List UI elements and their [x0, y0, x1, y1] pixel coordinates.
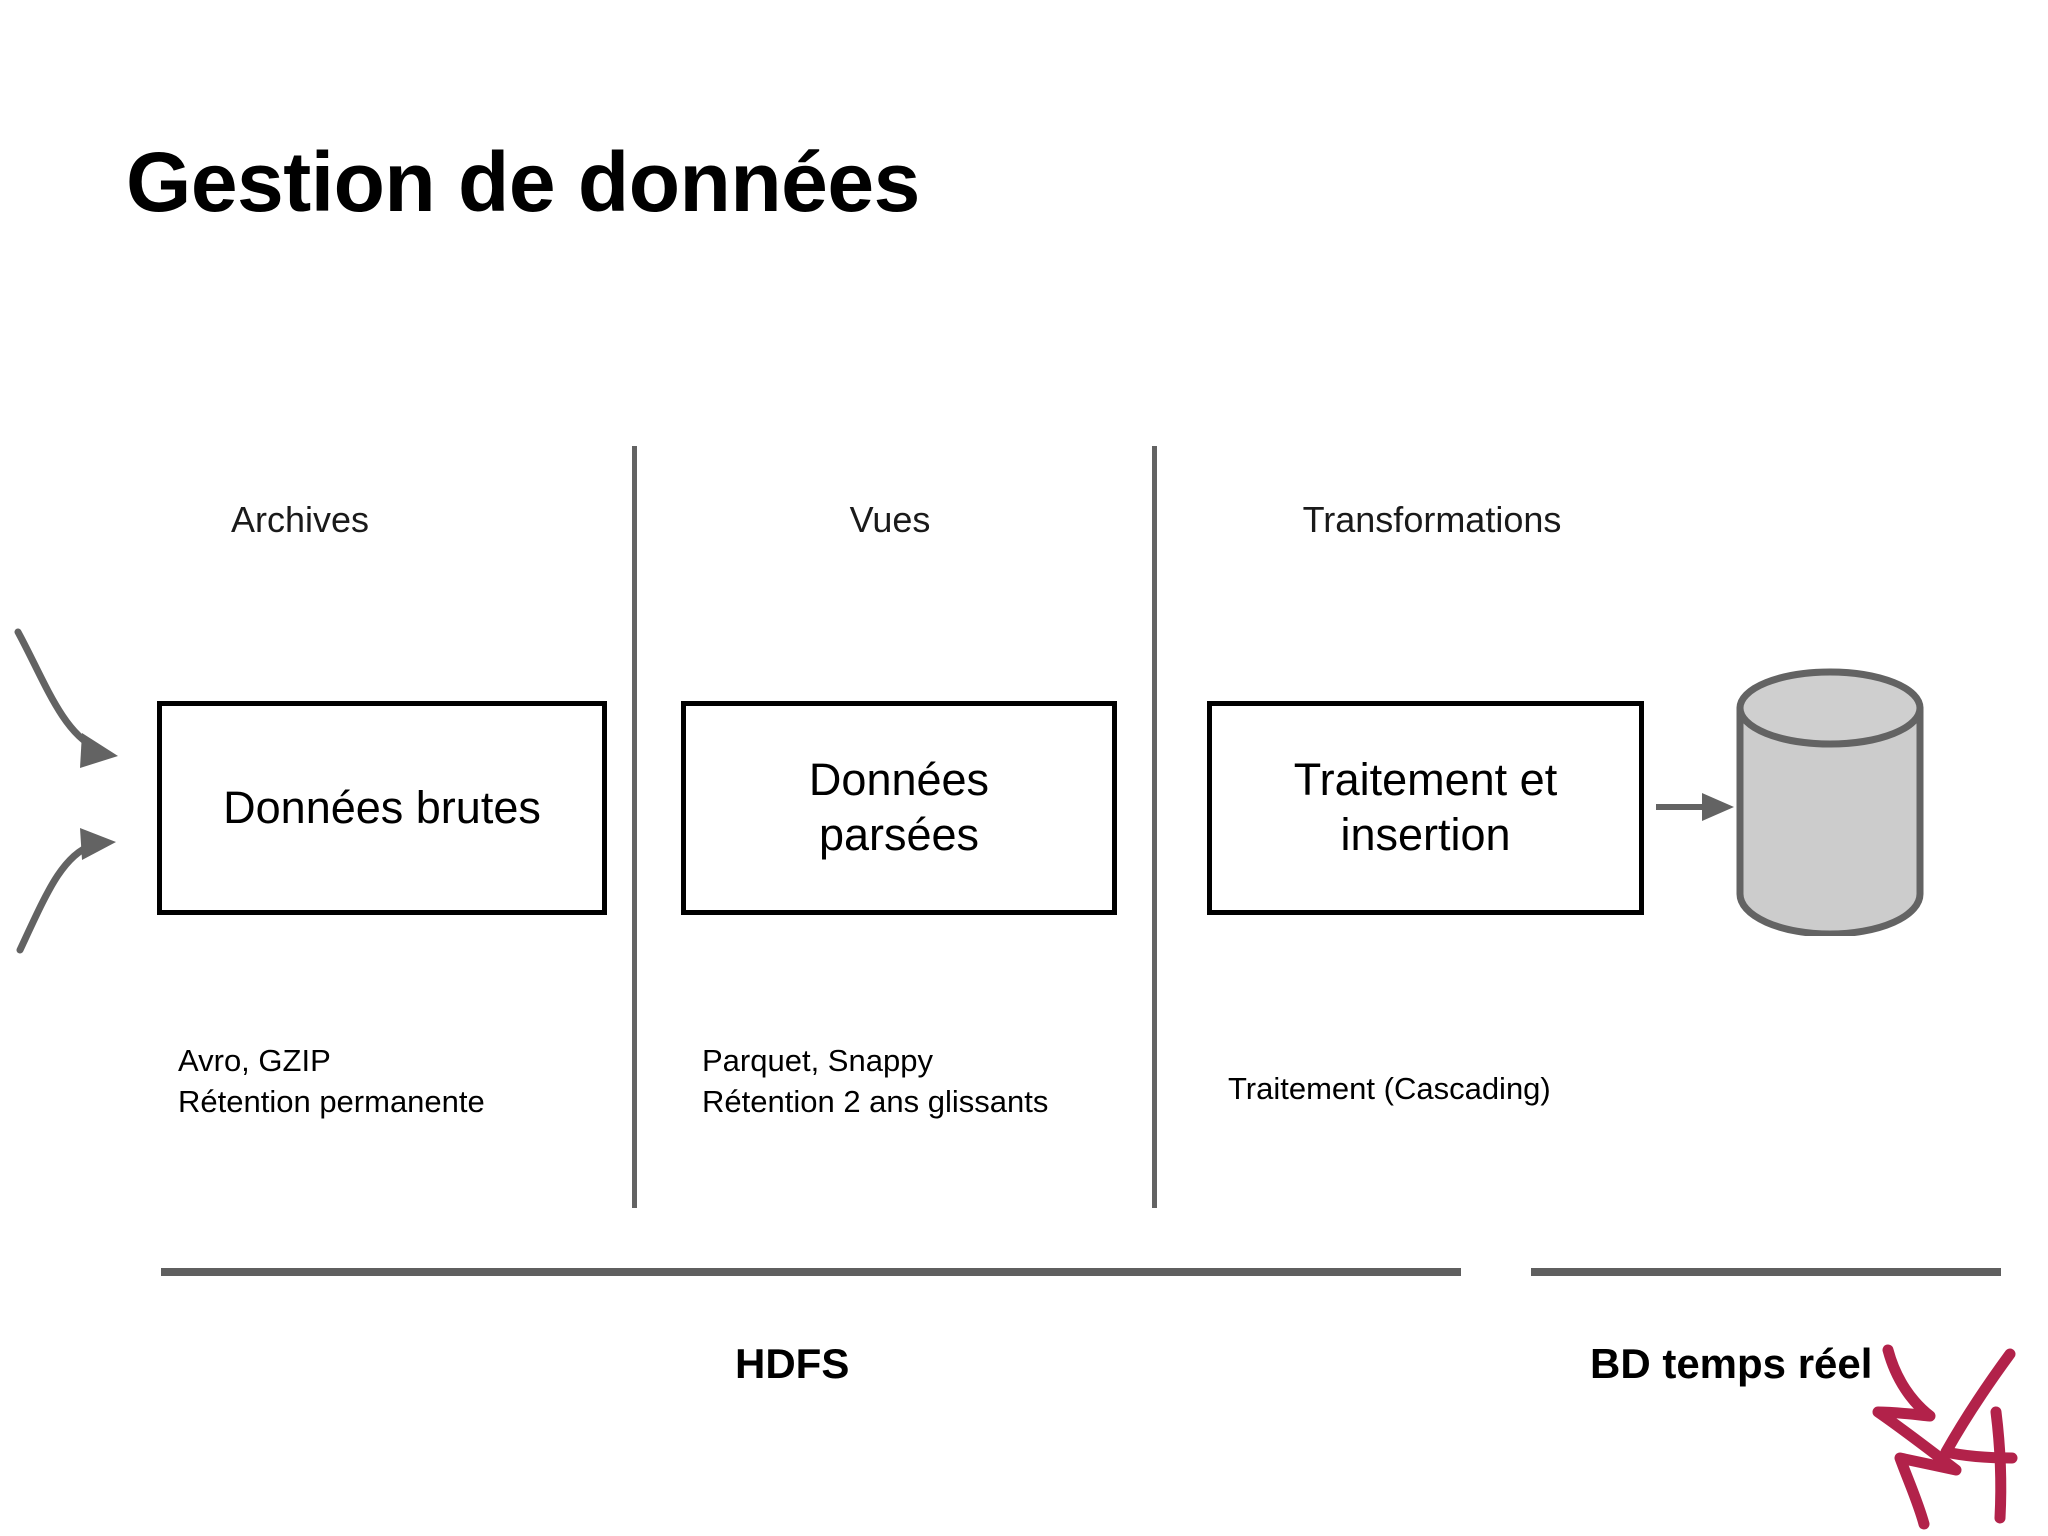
column-header-vues: Vues: [849, 499, 931, 540]
stage-box-traitement-insertion[interactable]: Traitement et insertion: [1207, 701, 1644, 915]
zone-label-hdfs: HDFS: [735, 1340, 850, 1387]
stage-caption-vues: Parquet, Snappy Rétention 2 ans glissant…: [702, 1043, 1049, 1120]
database-cylinder-icon: [1736, 668, 1924, 936]
stage-box-label: Données brutes: [223, 781, 541, 833]
column-divider-2: [1152, 446, 1157, 1208]
stage-caption-archives: Avro, GZIP Rétention permanente: [178, 1043, 485, 1120]
arrow-right-icon: [1656, 793, 1734, 821]
page-title: Gestion de données: [126, 135, 920, 229]
column-header-transformations: Transformations: [1302, 499, 1562, 540]
column-divider-1: [632, 446, 637, 1208]
stage-box-label: Données parsées: [808, 754, 990, 860]
curved-arrow-up-right-icon: [16, 828, 116, 954]
stage-box-label: Traitement et insertion: [1293, 754, 1558, 860]
curved-arrow-down-right-icon: [14, 628, 118, 768]
stage-box-donnees-parsees[interactable]: Données parsées: [681, 701, 1117, 915]
column-header-archives: Archives: [230, 499, 370, 540]
zone-rule-hdfs: [161, 1268, 1461, 1276]
zone-rule-realtime: [1531, 1268, 2001, 1276]
stage-caption-transformations: Traitement (Cascading): [1228, 1071, 1551, 1106]
input-arrows-group: [14, 628, 118, 954]
zone-label-realtime: BD temps réel: [1590, 1340, 1873, 1387]
handwritten-annotation-scribble: [1872, 1344, 2018, 1530]
stage-box-donnees-brutes[interactable]: Données brutes: [157, 701, 607, 915]
